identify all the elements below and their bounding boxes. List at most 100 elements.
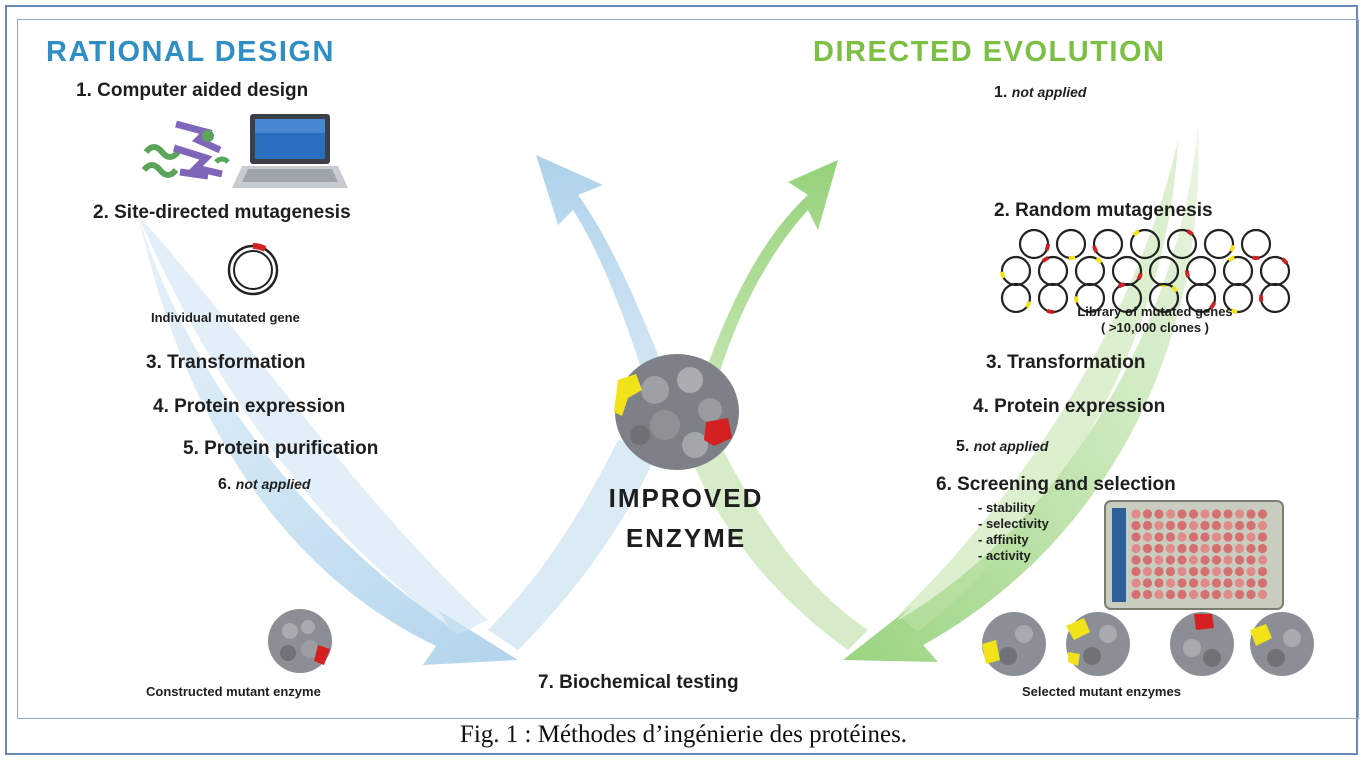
plasmid-icon (227, 243, 279, 296)
plasmid-ring (1222, 282, 1254, 314)
plasmid-ring (1222, 255, 1254, 287)
rational-step-6-number: 6. (218, 476, 232, 493)
figure-frame: RATIONAL DESIGN DIRECTED EVOLUTION 1. Co… (5, 5, 1359, 755)
plate-well (1165, 509, 1176, 519)
enzyme-icon (982, 612, 1046, 676)
plate-well (1257, 520, 1268, 531)
plasmid-ring (1018, 228, 1050, 260)
directed-step-1-text: not applied (1011, 84, 1087, 100)
plate-well (1165, 578, 1176, 588)
plate-well (1154, 520, 1164, 531)
plasmid-ring (1166, 228, 1198, 260)
plate-well (1223, 589, 1233, 600)
directed-step-1-number: 1. (994, 84, 1008, 101)
plate-well (1257, 509, 1268, 519)
enzyme-icon (1250, 612, 1314, 676)
plate-well (1131, 578, 1141, 588)
enzyme-icon (268, 609, 332, 673)
plate-well (1223, 509, 1233, 519)
criterion-affinity: - affinity (978, 532, 1029, 547)
plasmid-ring (1092, 228, 1124, 260)
plate-well (1154, 566, 1164, 577)
heading-directed-evolution: DIRECTED EVOLUTION (813, 36, 1165, 69)
plate-well (1188, 566, 1199, 577)
plate-well (1188, 578, 1199, 588)
plate-well (1131, 566, 1141, 577)
heading-directed-text: DIRECTED EVOLUTION (813, 36, 1166, 68)
plate-well (1165, 589, 1176, 600)
plasmid-ring (1000, 282, 1032, 314)
plate-well (1246, 566, 1256, 577)
plate-well (1154, 532, 1164, 542)
library-label-line1: Library of mutated genes (1077, 304, 1233, 319)
mutation-mark (1025, 301, 1032, 309)
plate-well (1234, 566, 1245, 577)
directed-step-2: 2. Random mutagenesis (994, 200, 1213, 221)
plate-well (1165, 555, 1176, 565)
plate-well (1177, 566, 1187, 577)
final-step-biochemical-testing: 7. Biochemical testing (538, 672, 739, 693)
rational-step-5: 5. Protein purification (183, 438, 379, 459)
plate-well (1200, 520, 1210, 531)
plate-well (1177, 520, 1187, 531)
mutation-mark (1046, 308, 1054, 314)
plasmid-ring (1055, 228, 1087, 260)
plasmid-ring (1148, 255, 1180, 287)
enzyme-icon (614, 354, 739, 470)
plate-well (1223, 520, 1233, 531)
mutation-mark (1209, 302, 1217, 310)
mutation-mark (1230, 308, 1238, 314)
plate-well (1142, 578, 1153, 588)
mutation-mark (1227, 255, 1235, 263)
plate-well (1154, 578, 1164, 588)
directed-step-5-number: 5. (956, 438, 970, 455)
plate-well (1142, 532, 1153, 542)
plate-well (1188, 509, 1199, 519)
mutation-mark (1044, 243, 1050, 251)
plasmid-ring (1185, 255, 1217, 287)
plate-well (1211, 578, 1222, 588)
rational-step-6: 6. not applied (218, 476, 310, 494)
plate-well (1234, 589, 1245, 600)
mutation-mark (1186, 229, 1194, 237)
plate-well (1223, 578, 1233, 588)
plate-well (1246, 532, 1256, 542)
plate-well (1200, 555, 1210, 565)
plate-well (1234, 555, 1245, 565)
plate-well (1154, 509, 1164, 519)
mutation-mark (1041, 255, 1049, 263)
plate-well (1177, 532, 1187, 542)
plate-well (1257, 566, 1268, 577)
plate-well (1211, 589, 1222, 600)
mutation-mark (1068, 255, 1076, 260)
plate-well (1234, 509, 1245, 519)
plate-well (1142, 543, 1153, 554)
mutation-mark (1229, 244, 1235, 253)
plate-well (1131, 589, 1141, 600)
plate-well (1154, 589, 1164, 600)
plate-well (1246, 589, 1256, 600)
plate-well (1177, 578, 1187, 588)
plate-well (1131, 509, 1141, 519)
plate-well (1131, 520, 1141, 531)
plate-well (1131, 543, 1141, 554)
plate-well (1246, 555, 1256, 565)
criterion-selectivity: - selectivity (978, 516, 1049, 531)
plate-well (1131, 532, 1141, 542)
plate-well (1142, 509, 1153, 519)
plate-well (1246, 509, 1256, 519)
library-label: Library of mutated genes ( >10,000 clone… (1030, 304, 1280, 336)
plate-well (1142, 555, 1153, 565)
library-label-line2: ( >10,000 clones ) (1100, 320, 1210, 335)
plate-well (1223, 566, 1233, 577)
plasmid-ring (1240, 228, 1272, 260)
diagram-panel: RATIONAL DESIGN DIRECTED EVOLUTION 1. Co… (17, 19, 1359, 719)
plate-well (1154, 543, 1164, 554)
directed-step-1: 1. not applied (994, 84, 1086, 102)
plate-well (1177, 589, 1187, 600)
plate-well (1200, 578, 1210, 588)
screening-criteria-list: - stability - selectivity - affinity - a… (978, 500, 1049, 564)
plate-well (1188, 555, 1199, 565)
rational-step-4: 4. Protein expression (153, 396, 346, 417)
plate-well (1200, 532, 1210, 542)
